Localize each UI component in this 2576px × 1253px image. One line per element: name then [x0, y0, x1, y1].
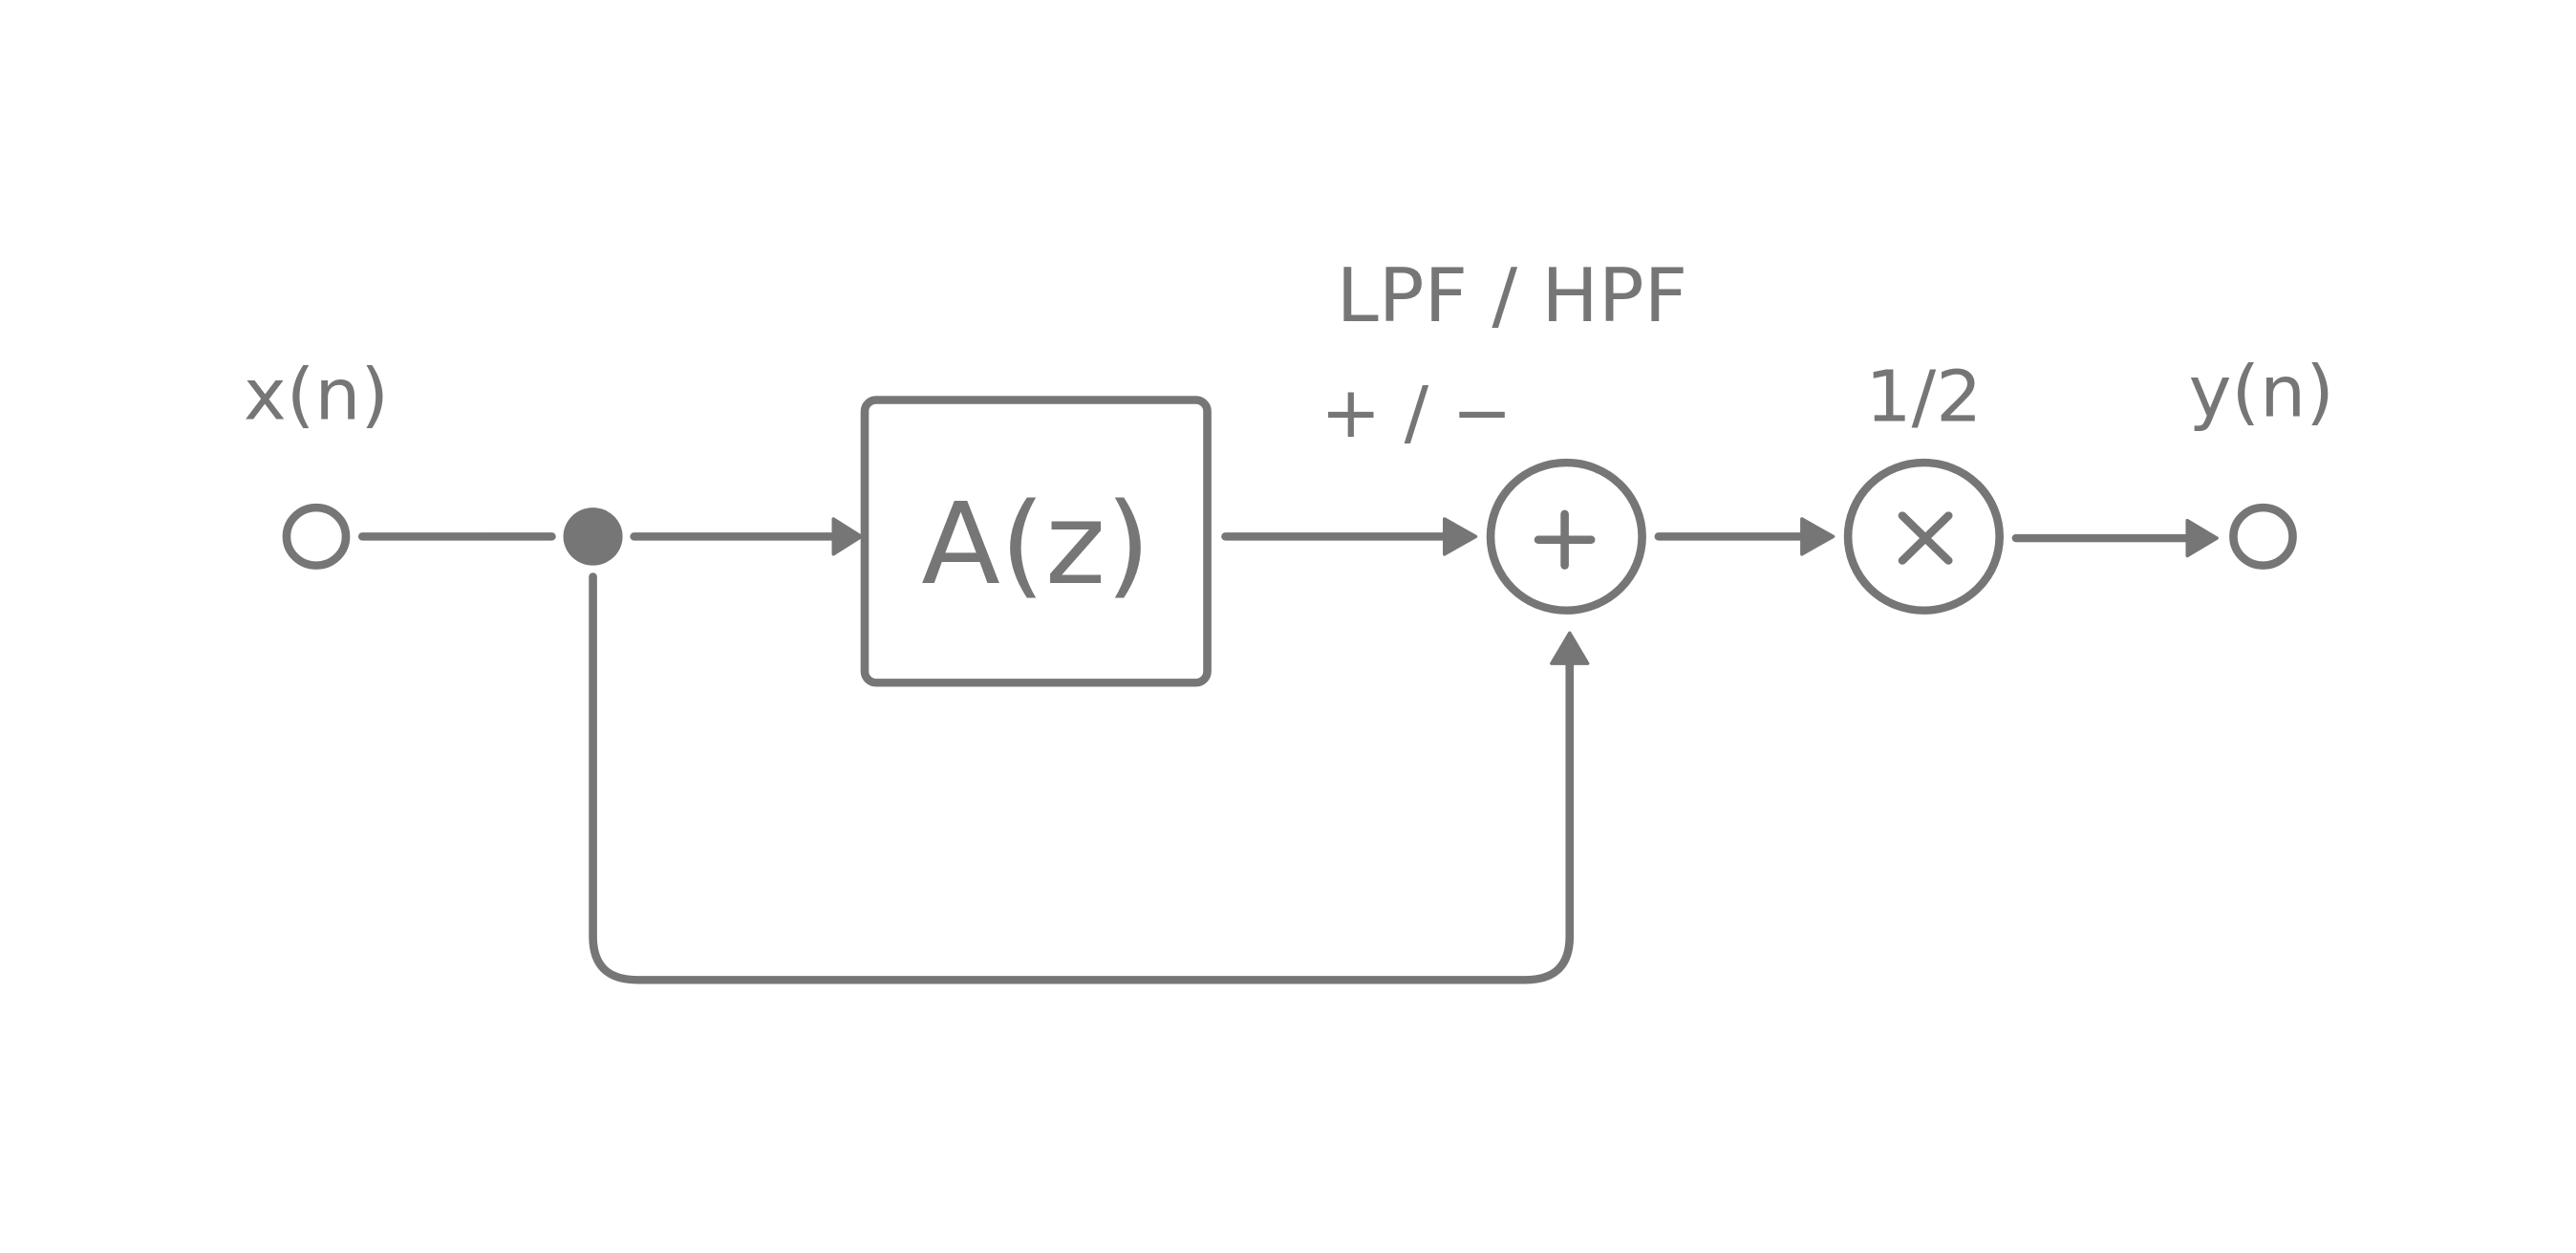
filter-mode-label: LPF / HPF [1337, 253, 1688, 339]
arrow-into-block [831, 517, 864, 556]
branch-point [563, 508, 623, 566]
output-label: y(n) [2189, 350, 2334, 433]
feedforward-path [589, 572, 1575, 984]
multiplier-node [1843, 458, 2004, 615]
arrow-into-adder-bottom [1550, 631, 1590, 665]
allpass-block [860, 396, 1212, 687]
input-label: x(n) [244, 354, 389, 437]
adder-node [1486, 458, 1646, 615]
gain-label: 1/2 [1865, 355, 1982, 438]
arrow-into-output [2185, 518, 2219, 558]
output-terminal [2229, 503, 2297, 570]
times-icon-b [1898, 511, 1953, 565]
arrow-into-multiplier [1800, 517, 1835, 556]
arrow-into-adder [1443, 517, 1478, 556]
sign-mode-label: + / − [1320, 371, 1513, 454]
input-terminal [282, 503, 351, 570]
allpass-block-label: A(z) [921, 480, 1150, 611]
